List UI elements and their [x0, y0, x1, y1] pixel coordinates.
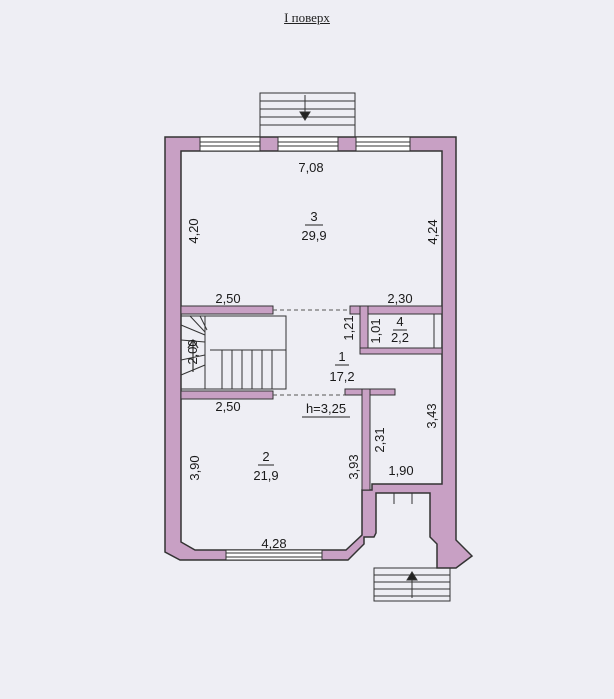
room-3-area: 29,9 [301, 228, 326, 243]
room-4-area: 2,2 [391, 330, 409, 345]
bottom-window [225, 549, 323, 561]
room2-right-wall [361, 388, 371, 491]
dim-right-top: 4,24 [425, 219, 440, 244]
top-windows [199, 136, 411, 152]
room-3-number: 3 [310, 209, 317, 224]
room-2-area: 21,9 [253, 468, 278, 483]
partition-lower-left [180, 390, 274, 400]
top-porch-steps [259, 92, 356, 138]
dim-left-lower: 3,90 [187, 455, 202, 480]
interior-walls [180, 305, 443, 491]
room-1-number: 1 [338, 349, 345, 364]
door-openings [273, 309, 350, 396]
dim-stair-width: 2,00 [185, 339, 200, 364]
dim-top-width: 7,08 [298, 160, 323, 175]
dim-corridor: 2,31 [372, 427, 387, 452]
window [199, 136, 261, 152]
dim-mid-left-lower: 2,50 [215, 399, 240, 414]
dim-bottom-width: 4,28 [261, 536, 286, 551]
storage-wall-bottom [359, 347, 443, 355]
room-1-area: 17,2 [329, 369, 354, 384]
room-2-number: 2 [262, 449, 269, 464]
storage-box [367, 313, 435, 349]
partition-upper-left [180, 305, 274, 315]
dim-storage-width: 1,01 [368, 318, 383, 343]
dim-room2-right: 3,93 [346, 454, 361, 479]
dim-mid-right-upper: 2,30 [387, 291, 412, 306]
storage-wall-left [359, 305, 369, 355]
dim-mid-left-upper: 2,50 [215, 291, 240, 306]
dim-storage-height: 1,21 [341, 315, 356, 340]
dim-ceiling-height: h=3,25 [306, 401, 346, 416]
window [355, 136, 411, 152]
dim-right-lower: 3,43 [424, 403, 439, 428]
room-4-number: 4 [396, 314, 403, 329]
bottom-porch-steps [373, 493, 451, 602]
dim-left-top: 4,20 [186, 218, 201, 243]
staircase [180, 315, 287, 390]
plan-title: I поверх [284, 10, 330, 25]
dim-entry-width: 1,90 [388, 463, 413, 478]
window [277, 136, 339, 152]
